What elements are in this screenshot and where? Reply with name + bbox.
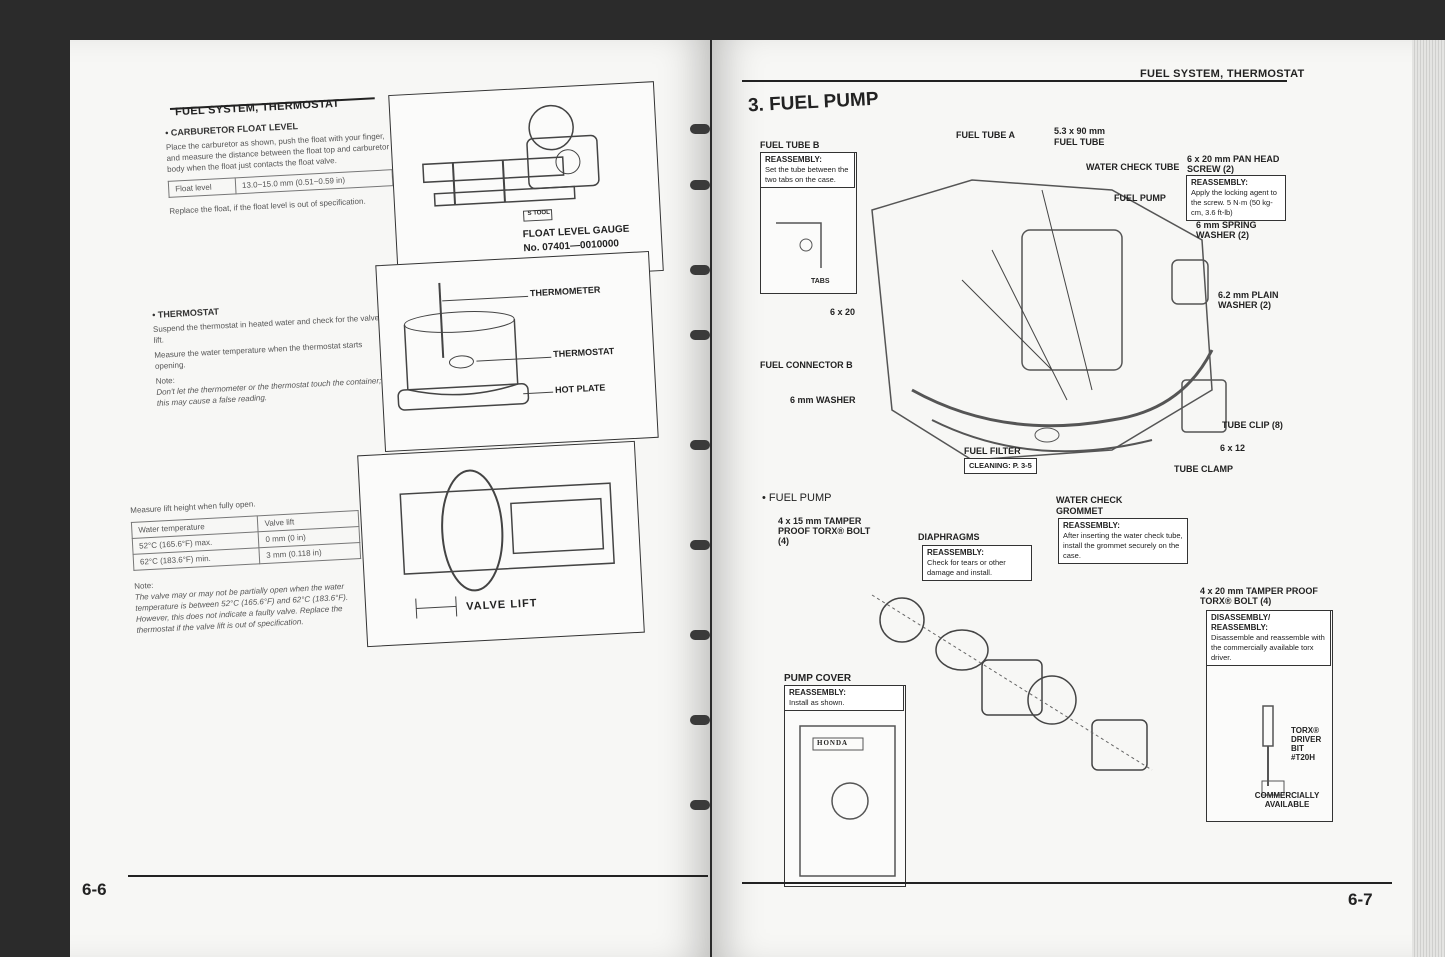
carburetor-text: Place the carburetor as shown, push the … bbox=[165, 131, 390, 174]
water-check-tube-label: WATER CHECK TUBE bbox=[1086, 162, 1180, 172]
tube-clamp-label: TUBE CLAMP bbox=[1174, 464, 1233, 474]
right-page-number: 6-7 bbox=[1348, 890, 1373, 909]
fuel-tube-b-figure: REASSEMBLY: Set the tube between the two… bbox=[760, 152, 857, 294]
fuel-pump-label: FUEL PUMP bbox=[1114, 193, 1166, 203]
right-header-rule bbox=[742, 80, 1287, 82]
water-check-grommet-note: REASSEMBLY: After inserting the water ch… bbox=[1058, 518, 1188, 564]
pump-cover-figure: REASSEMBLY: Install as shown. HONDA bbox=[784, 685, 906, 887]
fuel-pump-subtitle: • FUEL PUMP bbox=[762, 492, 832, 504]
fuel-filter-label: FUEL FILTER bbox=[964, 446, 1021, 456]
binding-hole bbox=[690, 630, 710, 640]
thermostat-figure: THERMOMETER THERMOSTAT HOT PLATE bbox=[375, 250, 659, 453]
torx-bolt-4x20-label: 4 x 20 mm TAMPER PROOF TORX® BOLT (4) bbox=[1200, 586, 1318, 606]
exploded-pump-illustration bbox=[871, 594, 1153, 771]
binding-hole bbox=[690, 540, 710, 550]
cleaning-note: CLEANING: P. 3-5 bbox=[964, 458, 1037, 474]
disassembly-note-text: Disassemble and reassemble with the comm… bbox=[1211, 633, 1325, 662]
float-level-label: Float level bbox=[168, 177, 236, 198]
fuel-tube-b-note-text: Set the tube between the two tabs on the… bbox=[765, 165, 849, 184]
pan-head-note-text: Apply the locking agent to the screw. 5 … bbox=[1191, 188, 1277, 217]
plain-washer-label: 6.2 mm PLAIN WASHER (2) bbox=[1218, 290, 1279, 310]
torx-driver-illustration bbox=[1261, 705, 1285, 796]
fuel-tube-b-illustration bbox=[776, 222, 822, 268]
valve-lift-illustration bbox=[399, 469, 615, 619]
pump-cover-illustration bbox=[799, 725, 896, 877]
water-check-grommet-label-2: GROMMET bbox=[1056, 506, 1103, 516]
torx-bolt-4x15-label: 4 x 15 mm TAMPER PROOF TORX® BOLT (4) bbox=[778, 516, 871, 546]
binding-hole bbox=[690, 800, 710, 810]
diaphragms-note: REASSEMBLY: Check for tears or other dam… bbox=[922, 545, 1032, 581]
torx-driver-label: TORX® DRIVER BIT #T20H bbox=[1291, 726, 1322, 762]
fuel-tube-label: FUEL TUBE bbox=[1054, 137, 1105, 147]
spring-washer-label: 6 mm SPRING WASHER (2) bbox=[1196, 220, 1257, 240]
carburetor-replace-text: Replace the float, if the float level is… bbox=[169, 196, 366, 216]
tube-clip-label: TUBE CLIP (8) bbox=[1222, 420, 1283, 430]
pan-head-screw-label-2: SCREW (2) bbox=[1187, 164, 1234, 174]
commercially-available-label: COMMERCIALLY AVAILABLE bbox=[1254, 791, 1320, 809]
carburetor-section: • CARBURETOR FLOAT LEVEL Place the carbu… bbox=[165, 116, 394, 217]
right-footer-rule bbox=[742, 882, 1392, 884]
carburetor-illustration bbox=[422, 104, 600, 222]
left-footer-rule bbox=[128, 875, 708, 877]
tool-tag-frame bbox=[522, 209, 553, 222]
fuel-tube-b-note-head: REASSEMBLY: bbox=[765, 155, 822, 164]
pan-head-note-head: REASSEMBLY: bbox=[1191, 178, 1248, 187]
disassembly-note: DISASSEMBLY/ REASSEMBLY: Disassemble and… bbox=[1206, 610, 1331, 666]
binding-hole bbox=[690, 124, 710, 134]
fuel-tube-b-note: REASSEMBLY: Set the tube between the two… bbox=[760, 152, 855, 188]
honda-brand-label: HONDA bbox=[817, 739, 849, 747]
grommet-note-head: REASSEMBLY: bbox=[1063, 521, 1120, 530]
left-page: FUEL SYSTEM, THERMOSTAT • CARBURETOR FLO… bbox=[70, 40, 710, 957]
grommet-note-text: After inserting the water check tube, in… bbox=[1063, 531, 1183, 560]
binding-hole bbox=[690, 440, 710, 450]
valve-lift-section: Measure lift height when fully open. Wat… bbox=[130, 493, 367, 636]
torx-driver-figure: DISASSEMBLY/ REASSEMBLY: Disassemble and… bbox=[1206, 610, 1333, 822]
disassembly-note-head: DISASSEMBLY/ REASSEMBLY: bbox=[1211, 613, 1271, 632]
water-check-grommet-label: WATER CHECK bbox=[1056, 495, 1123, 505]
diaphragms-label: DIAPHRAGMS bbox=[918, 532, 980, 542]
right-page: FUEL SYSTEM, THERMOSTAT 3. FUEL PUMP FUE… bbox=[712, 40, 1412, 957]
pan-head-screw-note: REASSEMBLY: Apply the locking agent to t… bbox=[1186, 175, 1286, 221]
diaphragms-note-head: REASSEMBLY: bbox=[927, 548, 984, 557]
engine-illustration bbox=[871, 179, 1227, 461]
thermostat-illustration bbox=[397, 282, 554, 411]
fuel-tube-b-label: FUEL TUBE B bbox=[760, 140, 820, 150]
tabs-label: TABS bbox=[811, 278, 830, 285]
pump-cover-label: PUMP COVER bbox=[784, 673, 852, 684]
right-page-header: FUEL SYSTEM, THERMOSTAT bbox=[1140, 68, 1305, 80]
thermostat-section: • THERMOSTAT Suspend the thermostat in h… bbox=[152, 298, 387, 409]
binding-hole bbox=[690, 715, 710, 725]
carburetor-figure: S TOOL FLOAT LEVEL GAUGE No. 07401—00100… bbox=[388, 81, 664, 285]
pan-head-screw-label: 6 x 20 mm PAN HEAD bbox=[1187, 154, 1280, 164]
fuel-tube-size-label: 5.3 x 90 mm bbox=[1054, 126, 1106, 136]
pump-cover-note-text: Install as shown. bbox=[789, 698, 845, 707]
section-title: 3. FUEL PUMP bbox=[747, 88, 879, 117]
pump-cover-note-head: REASSEMBLY: bbox=[789, 688, 846, 697]
fuel-connector-b-label: FUEL CONNECTOR B bbox=[760, 360, 853, 370]
fuel-tube-a-label: FUEL TUBE A bbox=[956, 130, 1016, 140]
diaphragms-note-text: Check for tears or other damage and inst… bbox=[927, 558, 1006, 577]
tool-tag: S TOOL bbox=[527, 209, 550, 217]
valve-lift-figure: VALVE LIFT bbox=[357, 440, 645, 648]
binding-hole bbox=[690, 330, 710, 340]
page-stack-edge bbox=[1412, 40, 1445, 957]
binding-hole bbox=[690, 265, 710, 275]
six-mm-washer-label: 6 mm WASHER bbox=[790, 395, 856, 405]
six-by-twelve-label: 6 x 12 bbox=[1220, 443, 1246, 453]
six-by-twenty-label: 6 x 20 bbox=[830, 307, 856, 317]
pump-cover-note: REASSEMBLY: Install as shown. bbox=[784, 685, 904, 711]
float-level-value: 13.0~15.0 mm (0.51~0.59 in) bbox=[235, 169, 393, 194]
left-page-number: 6-6 bbox=[82, 880, 107, 899]
binding-hole bbox=[690, 180, 710, 190]
